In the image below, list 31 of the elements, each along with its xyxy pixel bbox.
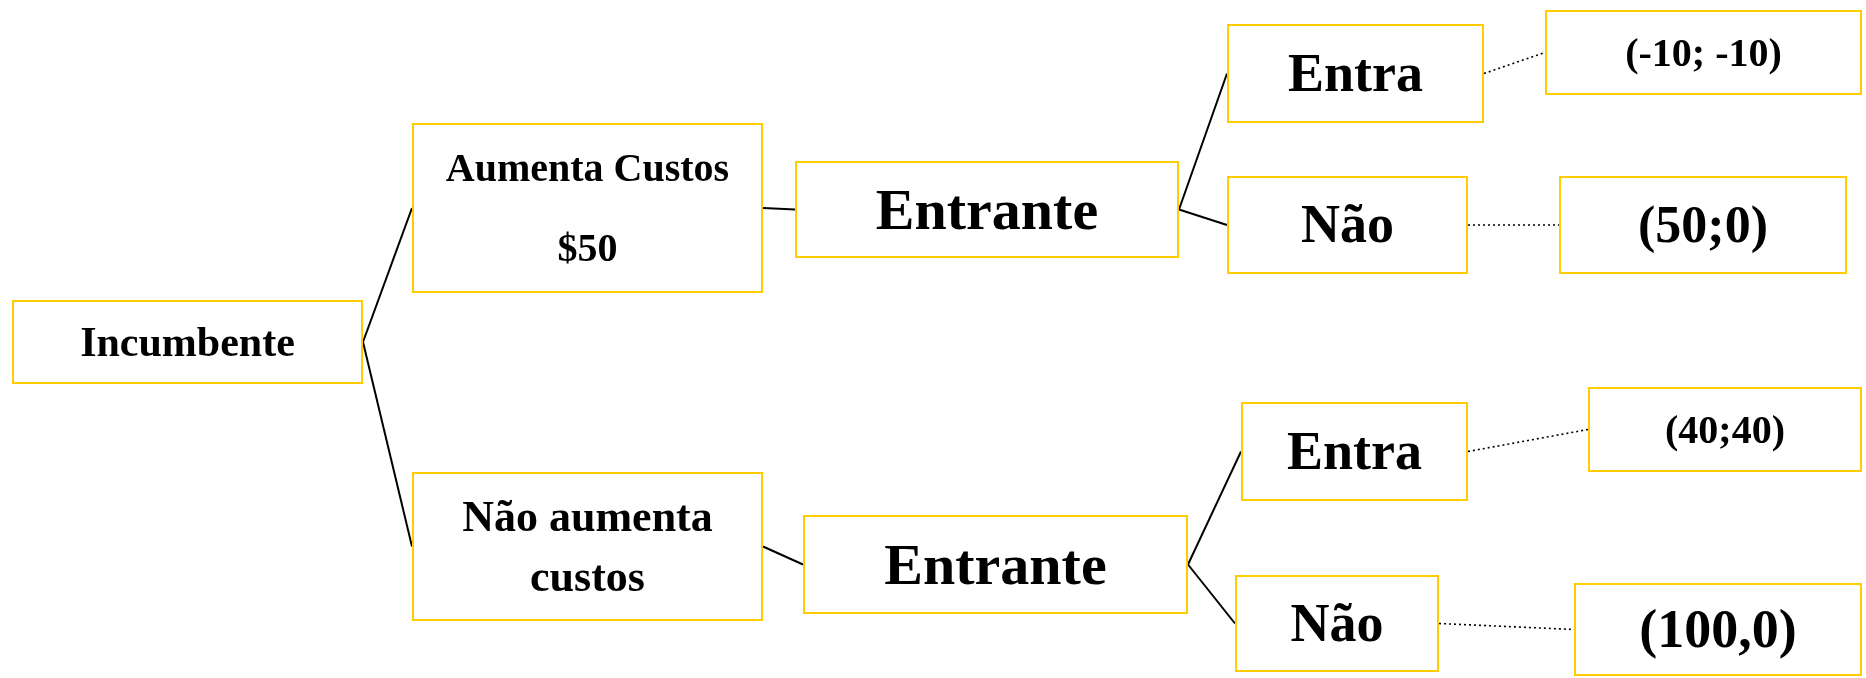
node-label: Entra	[1288, 43, 1423, 104]
node-box	[795, 161, 1179, 258]
connector-line	[762, 545, 804, 566]
node-label: Incumbente	[80, 317, 295, 367]
node-label: Não aumenta custos	[461, 491, 714, 603]
node-label: Entrante	[875, 177, 1099, 242]
node-box	[1545, 10, 1862, 95]
connector-line	[762, 207, 796, 211]
node-label: Não	[1290, 593, 1384, 654]
node-label: Entrante	[884, 532, 1107, 597]
node-label: Entra	[1287, 421, 1422, 482]
node-label: (100,0)	[1639, 599, 1797, 660]
node-box	[1227, 176, 1468, 274]
node-box	[12, 300, 363, 384]
connector-line	[1178, 208, 1228, 226]
node-box	[1574, 583, 1862, 676]
node-label: (-10; -10)	[1625, 30, 1782, 75]
node-label: (50;0)	[1638, 196, 1768, 254]
node-label: Aumenta Custos $50	[444, 144, 731, 272]
node-box	[1235, 575, 1439, 672]
node-box	[1559, 176, 1847, 274]
node-box	[1227, 24, 1484, 123]
node-box	[1241, 402, 1468, 501]
connector-line	[1187, 450, 1242, 566]
node-box	[412, 472, 763, 621]
node-box	[803, 515, 1188, 614]
connector-line	[1187, 563, 1236, 625]
node-box	[412, 123, 763, 293]
node-box	[1588, 387, 1862, 472]
node-label: Não	[1301, 195, 1394, 255]
node-label: (40;40)	[1665, 407, 1785, 452]
